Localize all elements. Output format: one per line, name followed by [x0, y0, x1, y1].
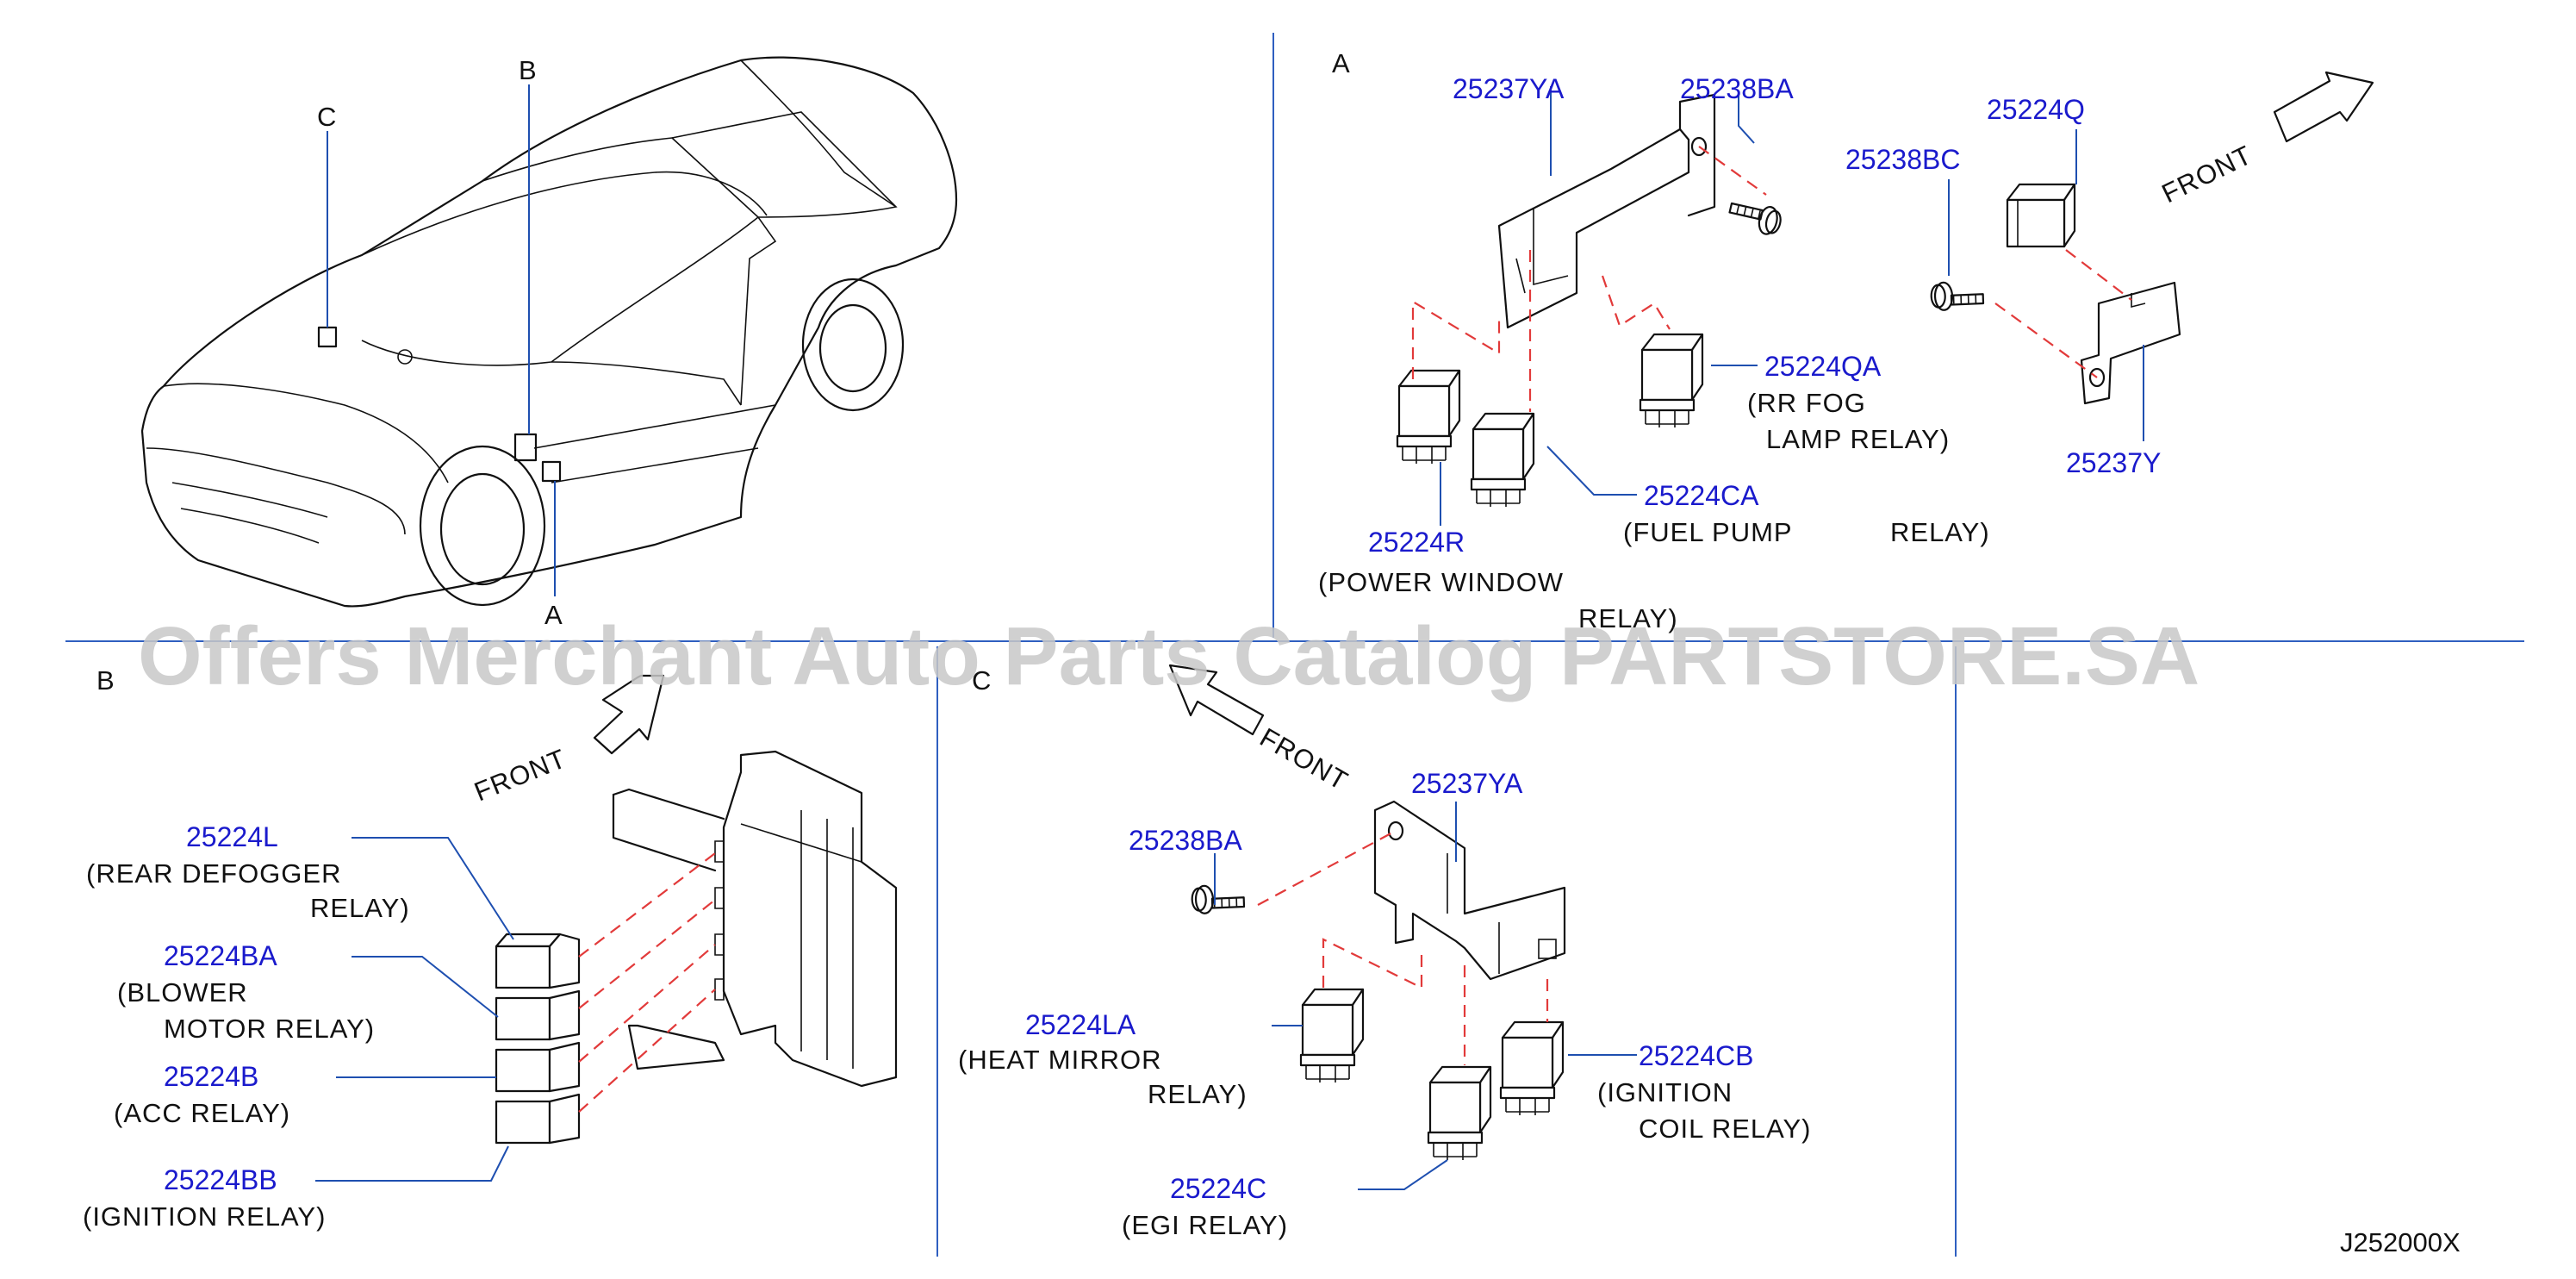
- desc-25224ca-line2: RELAY): [1890, 517, 1990, 547]
- relay-25224cb: [1499, 1020, 1565, 1117]
- part-25224q: 25224Q: [1987, 94, 2085, 125]
- part-25224bb: 25224BB: [164, 1164, 277, 1195]
- part-25224l: 25224L: [186, 821, 278, 852]
- front-arrow-a: [2273, 71, 2374, 143]
- front-arrow-c: [1168, 664, 1265, 736]
- screw-25238ba-c: [1183, 877, 1248, 930]
- car-label-c: C: [317, 102, 336, 132]
- relay-25224q: [2006, 183, 2076, 248]
- part-25237ya-c: 25237YA: [1411, 768, 1523, 799]
- front-label-b: FRONT: [470, 743, 571, 807]
- desc-25224ba-line2: MOTOR RELAY): [164, 1014, 375, 1044]
- screw-25238ba-a: [1725, 184, 1792, 244]
- car-illustration: [140, 56, 958, 608]
- desc-25224l-line1: (REAR DEFOGGER: [86, 858, 341, 889]
- bracket-25237ya-a: [1497, 93, 1716, 329]
- front-label-c: FRONT: [1255, 722, 1353, 796]
- car-label-a: A: [544, 600, 563, 630]
- relay-25224ca: [1470, 412, 1535, 508]
- desc-25224la-line2: RELAY): [1148, 1079, 1248, 1109]
- desc-25224r-line1: (POWER WINDOW: [1318, 567, 1564, 597]
- car-relay-marker-a: [541, 460, 562, 483]
- car-relay-marker-b: [513, 433, 538, 462]
- desc-25224b: (ACC RELAY): [114, 1098, 290, 1128]
- desc-25224ba-line1: (BLOWER: [117, 977, 248, 1008]
- desc-25224bb: (IGNITION RELAY): [83, 1201, 326, 1232]
- desc-25224la-line1: (HEAT MIRROR: [958, 1045, 1161, 1075]
- desc-25224c: (EGI RELAY): [1122, 1210, 1288, 1240]
- part-25237ya-a: 25237YA: [1453, 73, 1565, 104]
- relay-25224c: [1427, 1065, 1492, 1162]
- part-25224la: 25224LA: [1025, 1009, 1136, 1040]
- relay-25224r: [1396, 369, 1461, 465]
- desc-25224ca-line1: (FUEL PUMP: [1623, 517, 1793, 547]
- bracket-25237y: [2080, 281, 2181, 405]
- part-25224ba: 25224BA: [164, 940, 277, 971]
- desc-25224qa-line1: (RR FOG: [1747, 388, 1866, 418]
- part-25224b: 25224B: [164, 1061, 258, 1092]
- part-25224c: 25224C: [1170, 1173, 1266, 1204]
- part-25224cb: 25224CB: [1639, 1040, 1753, 1071]
- part-25237y: 25237Y: [2066, 447, 2161, 478]
- diagram-code: J252000X: [2340, 1227, 2461, 1257]
- section-label-b: B: [96, 665, 115, 696]
- part-25224r: 25224R: [1368, 527, 1465, 558]
- relay-25224ba: [495, 989, 581, 1041]
- relay-25224bb: [495, 1093, 581, 1145]
- part-25238bc: 25238BC: [1845, 144, 1960, 175]
- bracket-25237ya-c: [1373, 800, 1566, 981]
- relay-25224la: [1299, 988, 1365, 1084]
- relay-25224qa: [1639, 333, 1704, 429]
- relay-25224l: [495, 933, 581, 989]
- front-arrow-b: [593, 674, 665, 755]
- desc-25224cb-line2: COIL RELAY): [1639, 1114, 1812, 1144]
- part-25238ba-a: 25238BA: [1680, 73, 1794, 104]
- part-25224qa: 25224QA: [1764, 351, 1882, 382]
- watermark: Offers Merchant Auto Parts Catalog PARTS…: [138, 610, 2200, 702]
- part-25224ca: 25224CA: [1644, 480, 1759, 511]
- relay-25224b: [495, 1041, 581, 1093]
- desc-25224cb-line1: (IGNITION: [1597, 1077, 1733, 1107]
- car-relay-marker-c: [317, 326, 338, 348]
- section-label-a: A: [1332, 48, 1350, 78]
- desc-25224r-line2: RELAY): [1578, 603, 1678, 633]
- desc-25224l-line2: RELAY): [310, 893, 410, 923]
- fuse-block-b: [612, 750, 898, 1088]
- car-label-b: B: [519, 55, 537, 85]
- screw-25238bc: [1922, 274, 1988, 327]
- section-label-c: C: [972, 665, 991, 696]
- front-label-a: FRONT: [2157, 140, 2257, 209]
- desc-25224qa-line2: LAMP RELAY): [1766, 424, 1950, 454]
- part-25238ba-c: 25238BA: [1129, 825, 1242, 856]
